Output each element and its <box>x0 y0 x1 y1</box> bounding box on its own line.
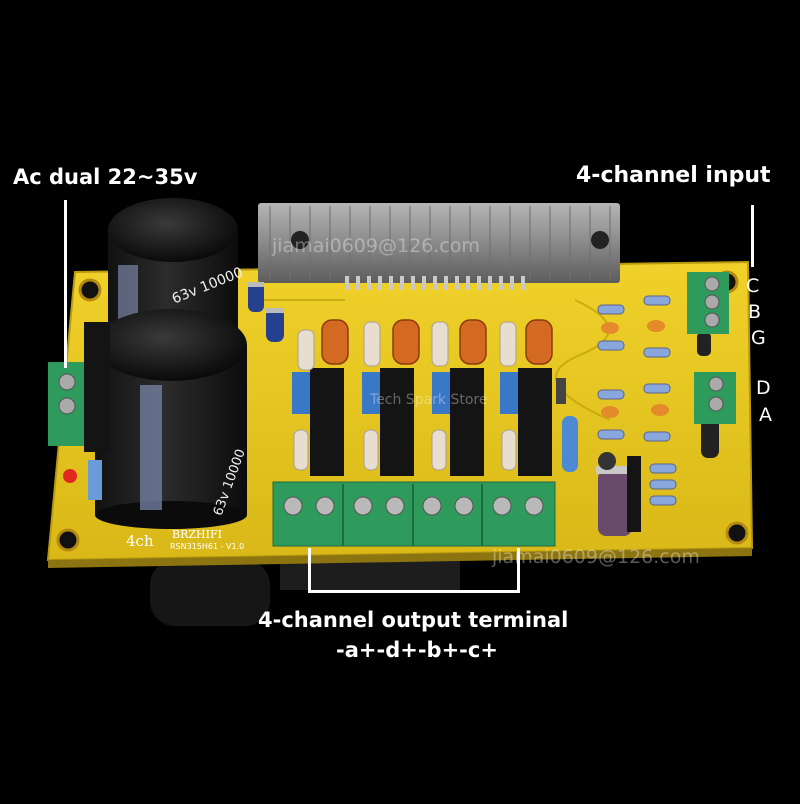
output-terminal-block <box>272 481 556 547</box>
ic-pin-row <box>345 276 525 290</box>
input-pin-c: C <box>746 275 760 297</box>
ac-input-terminal <box>48 322 110 452</box>
relays <box>292 368 552 476</box>
signal-input-terminals <box>687 272 736 424</box>
output-callout-line-bottom <box>308 590 520 593</box>
mounting-hole <box>56 528 80 552</box>
output-terminal-label: 4-channel output terminal <box>258 608 569 632</box>
mounting-hole <box>78 278 102 302</box>
watermark-store: Tech Spark Store <box>370 392 488 408</box>
output-inductors <box>321 319 553 365</box>
channel-input-label: 4-channel input <box>576 163 771 188</box>
resistors <box>293 321 517 471</box>
output-callout-line-right <box>517 548 520 592</box>
input-pin-d: D <box>756 377 771 399</box>
power-led <box>63 469 77 483</box>
output-callout-line-left <box>308 548 311 592</box>
board-brand: BRZHIFI <box>172 528 222 541</box>
mounting-hole <box>725 521 749 545</box>
bottom-heatsink <box>150 560 270 626</box>
input-pin-g: G <box>751 327 766 349</box>
input-pin-a: A <box>759 404 772 426</box>
board-model: RSN315H61 - V1.0 <box>170 542 245 551</box>
board-name: 4ch <box>126 532 154 550</box>
input-pin-b: B <box>748 301 762 323</box>
filter-capacitor-front <box>95 309 247 529</box>
ac-input-label: Ac dual 22~35v <box>13 165 198 189</box>
output-sequence-label: -a+-d+-b+-c+ <box>336 638 498 662</box>
watermark-email-bottom: jiamai0609@126.com <box>492 546 700 568</box>
watermark-email-top: jiamai0609@126.com <box>272 235 480 257</box>
ac-callout-line <box>64 200 67 368</box>
input-callout-line <box>751 205 754 267</box>
